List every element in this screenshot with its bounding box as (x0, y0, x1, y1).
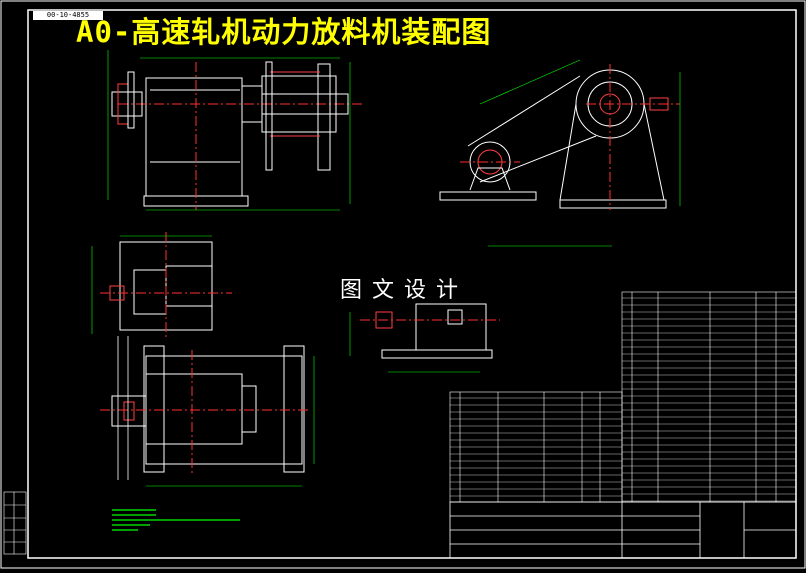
front-view (107, 50, 362, 211)
parts-list-table (449, 291, 797, 503)
technical-notes (112, 509, 240, 531)
top-view (91, 232, 232, 338)
title-block (449, 501, 797, 559)
left-binding-strip (3, 491, 27, 555)
side-view (439, 59, 681, 247)
drawing-title: A0-高速轧机动力放料机装配图 (76, 15, 492, 49)
inner-border (27, 9, 797, 559)
plan-view (100, 336, 315, 487)
watermark-text: 图文设计 (340, 278, 469, 303)
parts-list-rows (450, 297, 796, 502)
drawing-number: 00-10-4855 (33, 11, 103, 20)
detail-view (349, 303, 500, 373)
